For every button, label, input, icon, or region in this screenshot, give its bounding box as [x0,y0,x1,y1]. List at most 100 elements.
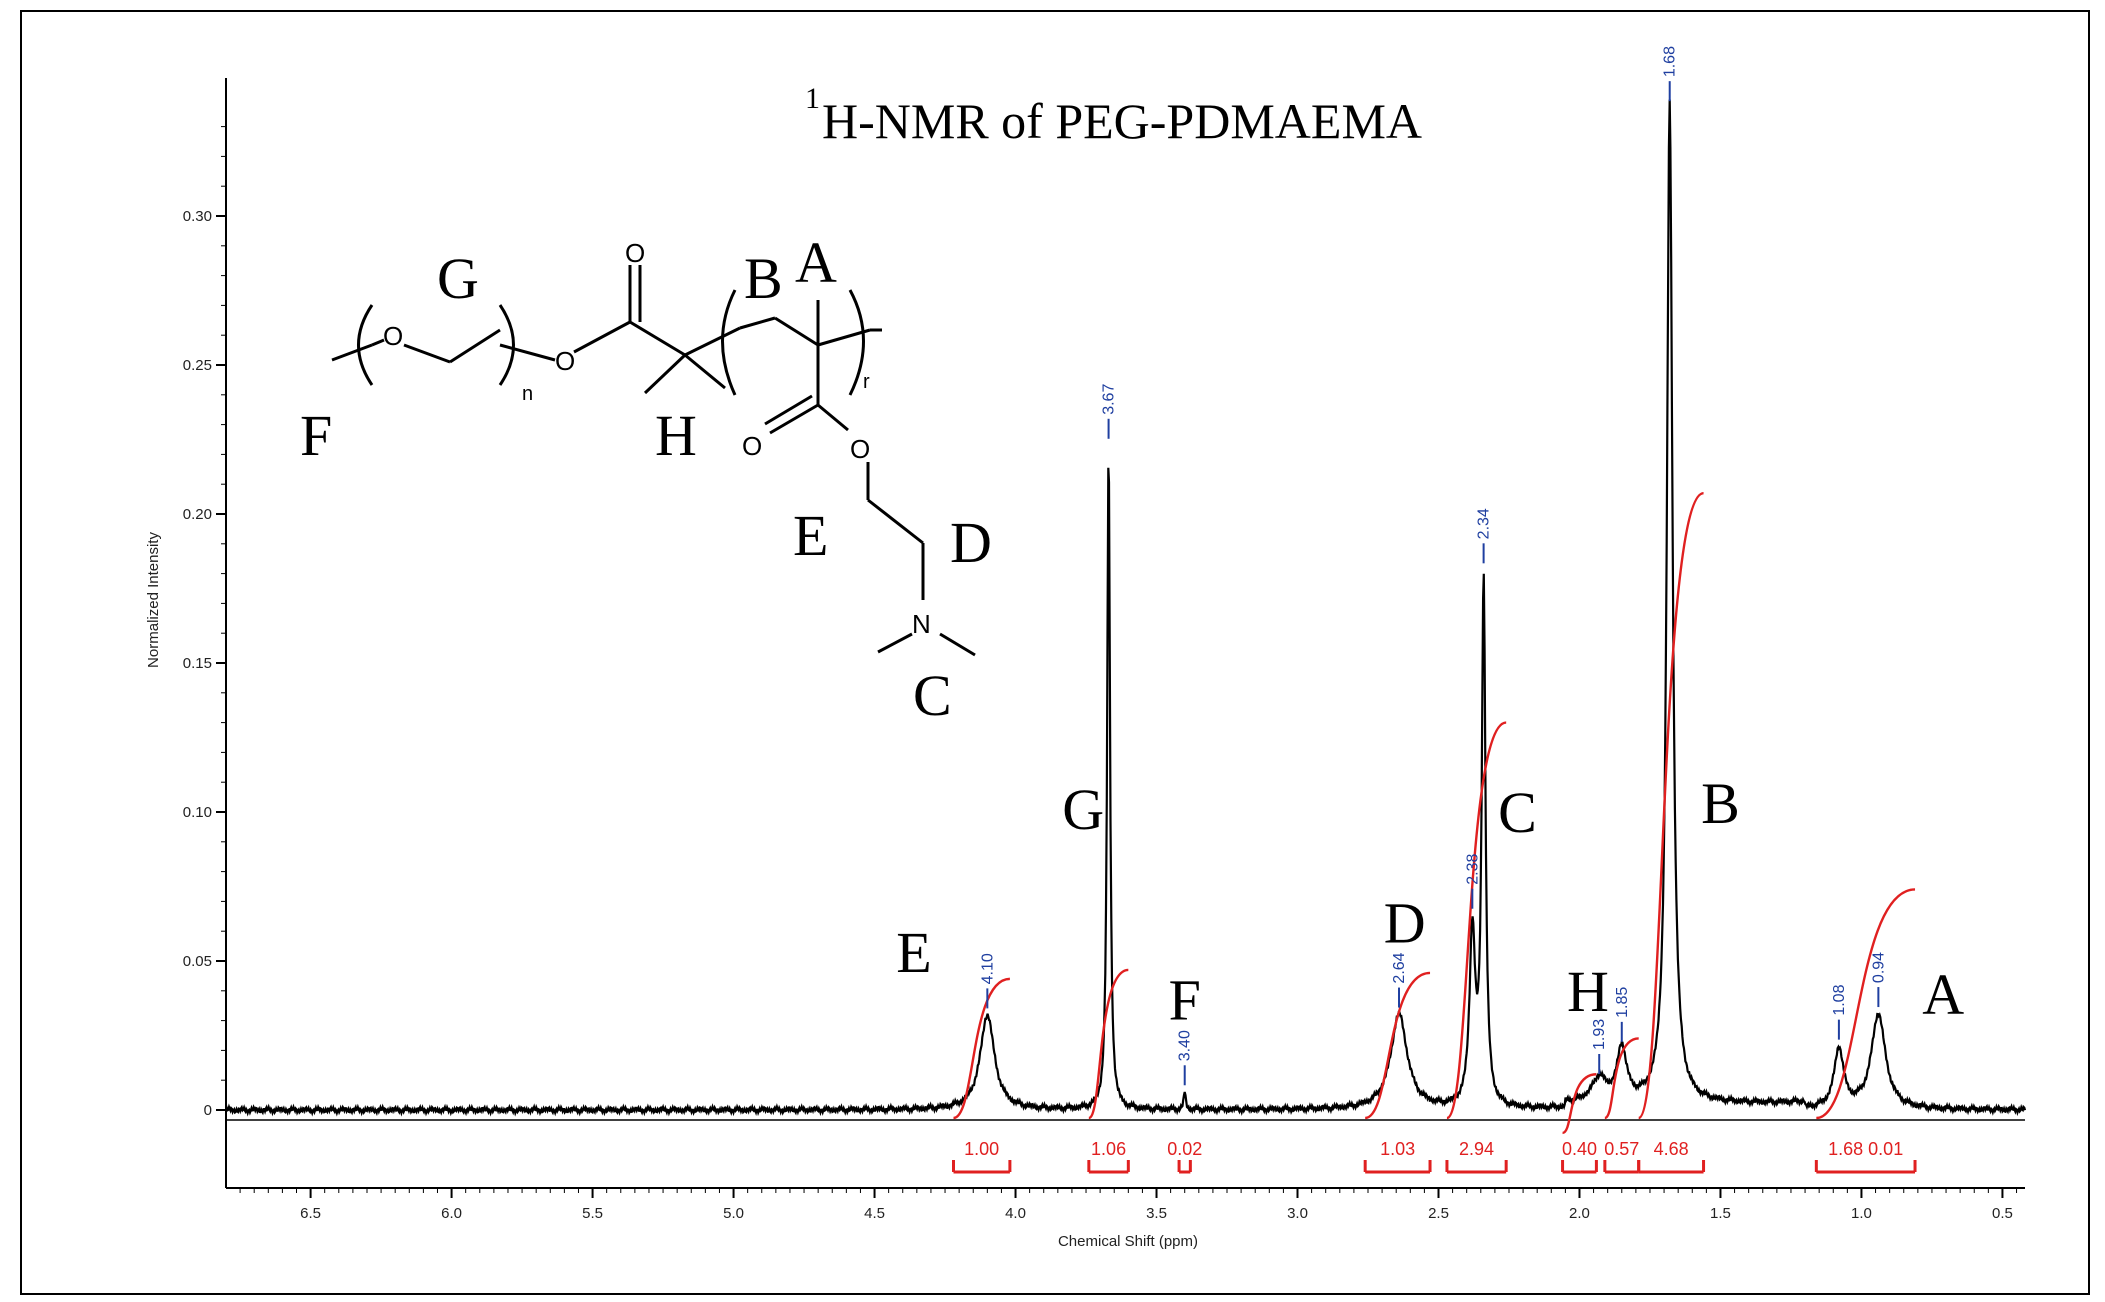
integral-value: 1.68 0.01 [1828,1139,1903,1159]
peak-assignment-letter: G [1062,777,1104,842]
bond [449,328,501,364]
oxygen-atom: O [850,434,870,464]
y-axis-ticks: 00.050.100.150.200.250.30 [183,126,226,1119]
bond [877,632,913,654]
nitrogen-atom: N [912,609,931,639]
bond [684,353,726,390]
x-tick-label: 1.0 [1851,1205,1872,1222]
peak-assignment-letter: D [1384,890,1426,955]
x-axis-title: Chemical Shift (ppm) [1058,1233,1198,1250]
peak-label: 0.94 [1870,952,1887,983]
figure-frame [20,10,2090,1295]
bond [867,498,924,545]
integral-curve [1364,971,1431,1120]
structure-labels: O O O O O N n r F G H B A E D C [300,230,992,728]
spectrum-line [224,99,2027,1117]
y-tick-label: 0 [204,1102,212,1119]
bond [684,326,741,357]
chart-title: H-NMR of PEG-PDMAEMA [822,93,1422,149]
bond [817,328,871,347]
integral-value: 2.94 [1459,1139,1494,1159]
carbonyl-bond [764,394,813,426]
x-tick-label: 3.0 [1287,1205,1308,1222]
bond [739,316,776,330]
bond [573,320,631,354]
integral-curve [1637,491,1704,1120]
y-axis-title: Normalized Intensity [145,532,162,668]
peak-label: 2.64 [1391,952,1408,983]
bond [403,343,451,364]
integral-value: 0.02 [1167,1139,1202,1159]
peak-label: 4.10 [979,953,996,984]
x-tick-label: 6.0 [441,1205,462,1222]
peak-label: 2.34 [1476,508,1493,539]
integral-value: 0.57 [1604,1139,1639,1159]
structure-letter-e: E [793,503,828,568]
x-tick-label: 5.5 [582,1205,603,1222]
peak-assignment-letter: F [1169,968,1201,1033]
y-tick-label: 0.30 [183,208,212,225]
bond [499,343,556,362]
x-tick-label: 4.5 [864,1205,885,1222]
structure-letter-d: D [950,510,992,575]
chart-title-superscript: 1 [805,82,820,115]
peak-label: 1.93 [1591,1019,1608,1050]
oxygen-atom: O [625,238,645,268]
x-tick-label: 6.5 [300,1205,321,1222]
x-tick-label: 2.5 [1428,1205,1449,1222]
integral-curve [1816,888,1916,1120]
integral-curve [1561,1073,1597,1135]
y-tick-label: 0.25 [183,357,212,374]
structure-letter-h: H [655,403,697,468]
integral-curve [1445,721,1507,1120]
peak-assignment-letter: E [896,920,931,985]
x-tick-label: 2.0 [1569,1205,1590,1222]
carbonyl-bond [769,403,819,435]
bracket-n [498,304,515,386]
structure-letter-f: F [300,403,332,468]
left-bracket [357,304,374,386]
integral-value: 0.40 [1562,1139,1597,1159]
bond [371,338,385,347]
x-axis-ticks: 6.5 6.0 5.5 5.0 4.5 4.0 3.5 3.0 2.5 2.0 1.5 1.0 0.5 [239,1188,2018,1222]
x-tick-label: 5.0 [723,1205,744,1222]
peg-pdmaema-structure [331,265,976,657]
structure-letter-a: A [795,230,837,295]
integral-value: 1.06 [1091,1139,1126,1159]
structure-letter-g: G [437,246,479,311]
integral-value: 1.00 [964,1139,999,1159]
peak-label: 1.68 [1662,46,1679,77]
y-tick-label: 0.10 [183,804,212,821]
structure-letter-c: C [913,663,952,728]
bond [331,343,373,362]
bond [817,403,849,432]
bond [643,353,687,395]
x-tick-label: 1.5 [1710,1205,1731,1222]
y-tick-label: 0.20 [183,506,212,523]
subscript-n: n [522,383,533,405]
x-tick-label: 3.5 [1146,1205,1167,1222]
bond [629,320,686,357]
peak-label: 3.67 [1101,384,1118,415]
bond [774,316,819,347]
x-tick-label: 0.5 [1992,1205,2013,1222]
peak-assignment-letter: B [1701,771,1740,836]
peak-label: 2.38 [1464,853,1481,884]
peak-label: 1.08 [1831,984,1848,1015]
structure-letter-b: B [744,246,783,311]
y-tick-label: 0.15 [183,655,212,672]
integral-value: 4.68 [1654,1139,1689,1159]
peak-labels: 4.103.673.402.642.382.341.931.851.681.08… [979,46,1887,1086]
integral-value: 1.03 [1380,1139,1415,1159]
integral-curve [953,977,1011,1120]
subscript-r: r [863,371,870,393]
x-tick-label: 4.0 [1005,1205,1026,1222]
oxygen-atom: O [555,346,575,376]
peak-assignment-letter: H [1567,959,1609,1024]
peak-label: 3.40 [1177,1030,1194,1061]
integral-curves [953,491,1916,1135]
peak-assignment-letter: A [1922,962,1964,1027]
bracket-r-right [848,289,865,396]
